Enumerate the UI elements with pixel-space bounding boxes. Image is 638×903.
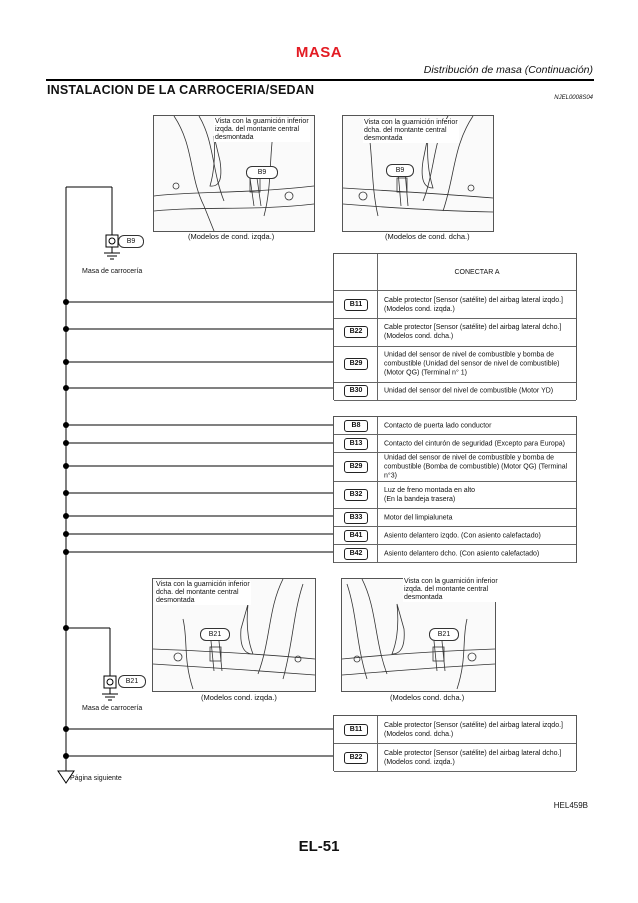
reference-code: NJEL0008S04 [554,95,593,101]
figure-code: HEL459B [553,801,588,810]
row-description: Contacto del cinturón de seguridad (Exce… [384,440,565,447]
row-description: Asiento delantero izqdo. (Con asiento ca… [384,532,541,539]
connector-badge: B41 [344,529,368,542]
table-row: B13 Contacto del cinturón de seguridad (… [334,435,576,453]
row-description: Luz de freno montada en alto(En la bande… [384,487,476,503]
connection-table-2: B8 Contacto de puerta lado conductor B13… [333,416,577,563]
connector-badge: B8 [344,419,368,432]
table-row: B32 Luz de freno montada en alto(En la b… [334,482,576,509]
connection-table-1: CONECTAR A B11 Cable protector [Sensor (… [333,253,577,401]
table-header-connect-to: CONECTAR A [454,268,500,276]
caption-bottom-left: (Modelos cond. izqda.) [201,693,277,702]
view-label-bottom-right: Vista con la guarnición inferior izqda. … [403,578,499,602]
table-row: B22 Cable protector [Sensor (satélite) d… [334,744,576,772]
table-row: B8 Contacto de puerta lado conductor [334,417,576,435]
ground-connector-icon [104,234,120,260]
row-description: Cable protector [Sensor (satélite) del a… [384,749,562,766]
connector-badge: B29 [344,461,368,473]
connector-callout-bottom-left: B21 [200,628,230,641]
table-row: B33 Motor del limpialuneta [334,509,576,527]
table-row: B11 Cable protector [Sensor (satélite) d… [334,716,576,744]
table-divider [377,417,378,563]
connector-badge: B22 [344,326,368,338]
table-row: B29 Unidad del sensor de nivel de combus… [334,453,576,482]
connector-badge: B13 [344,437,368,450]
ground-connector-icon [102,675,118,701]
ground-connector-label-bottom: B21 [118,675,146,688]
ground-label-top: Masa de carrocería [82,268,143,275]
connector-callout-bottom-right: B21 [429,628,459,641]
row-description: Motor del limpialuneta [384,514,453,521]
row-description: Unidad del sensor de nivel de combustibl… [384,454,568,480]
row-description: Cable protector [Sensor (satélite) del a… [384,324,562,340]
connector-callout-top-right: B9 [386,164,414,177]
view-label-top-left: Vista con la guarnición inferior izqda. … [214,118,310,142]
row-description: Unidad del sensor de nivel de combustibl… [384,351,560,377]
connector-badge: B30 [344,385,368,397]
next-page-label: Página siguiente [70,775,122,782]
connector-badge: B22 [344,751,368,764]
ground-connector-label-top: B9 [118,235,144,248]
connector-badge: B29 [344,358,368,370]
connector-badge: B33 [344,511,368,524]
body-pillar-illustration-icon [342,579,495,690]
table-row: B11 Cable protector [Sensor (satélite) d… [334,291,576,319]
body-pillar-illustration-icon [153,579,315,690]
view-label-top-right: Vista con la guarnición inferior dcha. d… [363,119,459,143]
table-row: B29 Unidad del sensor de nivel de combus… [334,346,576,383]
connector-badge: B11 [344,298,368,311]
connection-table-3: B11 Cable protector [Sensor (satélite) d… [333,715,577,772]
row-description: Contacto de puerta lado conductor [384,422,492,429]
view-label-bottom-left: Vista con la guarnición inferior dcha. d… [155,581,251,605]
caption-top-right: (Modelos de cond. dcha.) [385,232,470,241]
header-rule [46,79,594,81]
ground-label-bottom: Masa de carrocería [82,705,143,712]
section-title: INSTALACION DE LA CARROCERIA/SEDAN [47,83,315,97]
connector-badge: B42 [344,547,368,560]
row-description: Cable protector [Sensor (satélite) del a… [384,296,563,313]
row-description: Asiento delantero dcho. (Con asiento cal… [384,550,540,557]
table-row: B41 Asiento delantero izqdo. (Con asient… [334,527,576,545]
page-header-title: MASA [295,44,343,61]
table-row: B22 Cable protector [Sensor (satélite) d… [334,318,576,347]
row-description: Cable protector [Sensor (satélite) del a… [384,721,563,738]
row-description: Unidad del sensor del nivel de combustib… [384,387,554,395]
connector-callout-top-left: B9 [246,166,278,179]
page-header-subtitle: Distribución de masa (Continuación) [423,64,593,76]
caption-top-left: (Modelos de cond. izqda.) [188,232,275,241]
connector-badge: B11 [344,723,368,736]
connector-badge: B32 [344,489,368,501]
page-number: EL-51 [298,838,340,855]
caption-bottom-right: (Modelos cond. dcha.) [390,693,465,702]
table-row: B42 Asiento delantero dcho. (Con asiento… [334,545,576,563]
table-header-row: CONECTAR A [334,254,576,291]
table-row: B30 Unidad del sensor del nivel de combu… [334,382,576,401]
table-divider [377,254,378,400]
